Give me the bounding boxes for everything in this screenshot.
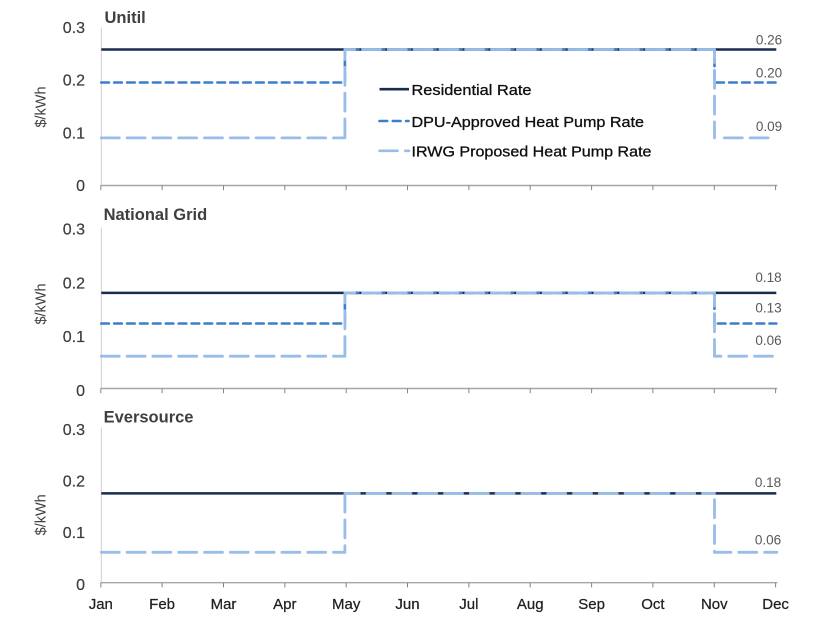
svg-text:IRWG Proposed Heat Pump Rate: IRWG Proposed Heat Pump Rate bbox=[412, 144, 652, 161]
svg-text:Feb: Feb bbox=[149, 596, 175, 613]
svg-text:0.3: 0.3 bbox=[63, 20, 85, 37]
svg-text:Residential Rate: Residential Rate bbox=[412, 82, 532, 99]
svg-text:0.06: 0.06 bbox=[755, 333, 781, 348]
svg-text:Jun: Jun bbox=[395, 596, 419, 613]
svg-text:0.06: 0.06 bbox=[755, 532, 781, 547]
svg-text:$/kWh: $/kWh bbox=[34, 86, 50, 127]
svg-text:DPU-Approved Heat Pump Rate: DPU-Approved Heat Pump Rate bbox=[412, 114, 645, 131]
svg-text:$/kWh: $/kWh bbox=[34, 494, 50, 535]
svg-text:0: 0 bbox=[76, 178, 85, 195]
svg-text:Sep: Sep bbox=[578, 596, 605, 613]
svg-text:0: 0 bbox=[76, 383, 85, 400]
svg-text:Mar: Mar bbox=[211, 596, 237, 613]
svg-text:0.3: 0.3 bbox=[63, 422, 85, 439]
svg-text:0.18: 0.18 bbox=[755, 475, 781, 490]
svg-text:Oct: Oct bbox=[641, 596, 665, 613]
svg-text:0.20: 0.20 bbox=[756, 66, 782, 81]
svg-text:0.2: 0.2 bbox=[63, 474, 85, 491]
svg-text:Aug: Aug bbox=[517, 596, 544, 613]
svg-text:National Grid: National Grid bbox=[104, 206, 208, 224]
svg-text:Apr: Apr bbox=[273, 596, 296, 613]
svg-text:0: 0 bbox=[76, 577, 85, 594]
svg-text:Dec: Dec bbox=[762, 596, 789, 613]
svg-text:0.1: 0.1 bbox=[63, 125, 85, 142]
svg-text:May: May bbox=[332, 596, 361, 613]
svg-text:Unitil: Unitil bbox=[105, 9, 146, 27]
svg-text:0.2: 0.2 bbox=[63, 275, 85, 292]
svg-text:0.1: 0.1 bbox=[63, 329, 85, 346]
svg-text:0.09: 0.09 bbox=[756, 119, 782, 134]
svg-text:Jul: Jul bbox=[459, 596, 478, 613]
svg-text:0.1: 0.1 bbox=[63, 525, 85, 542]
svg-text:0.13: 0.13 bbox=[755, 300, 781, 315]
svg-text:0.3: 0.3 bbox=[63, 222, 85, 239]
svg-text:Jan: Jan bbox=[89, 596, 113, 613]
svg-text:Nov: Nov bbox=[701, 596, 728, 613]
svg-text:0.2: 0.2 bbox=[63, 73, 85, 90]
svg-text:0.18: 0.18 bbox=[755, 270, 781, 285]
svg-text:0.26: 0.26 bbox=[756, 33, 782, 48]
svg-text:$/kWh: $/kWh bbox=[34, 283, 50, 324]
svg-text:Eversource: Eversource bbox=[104, 409, 194, 427]
